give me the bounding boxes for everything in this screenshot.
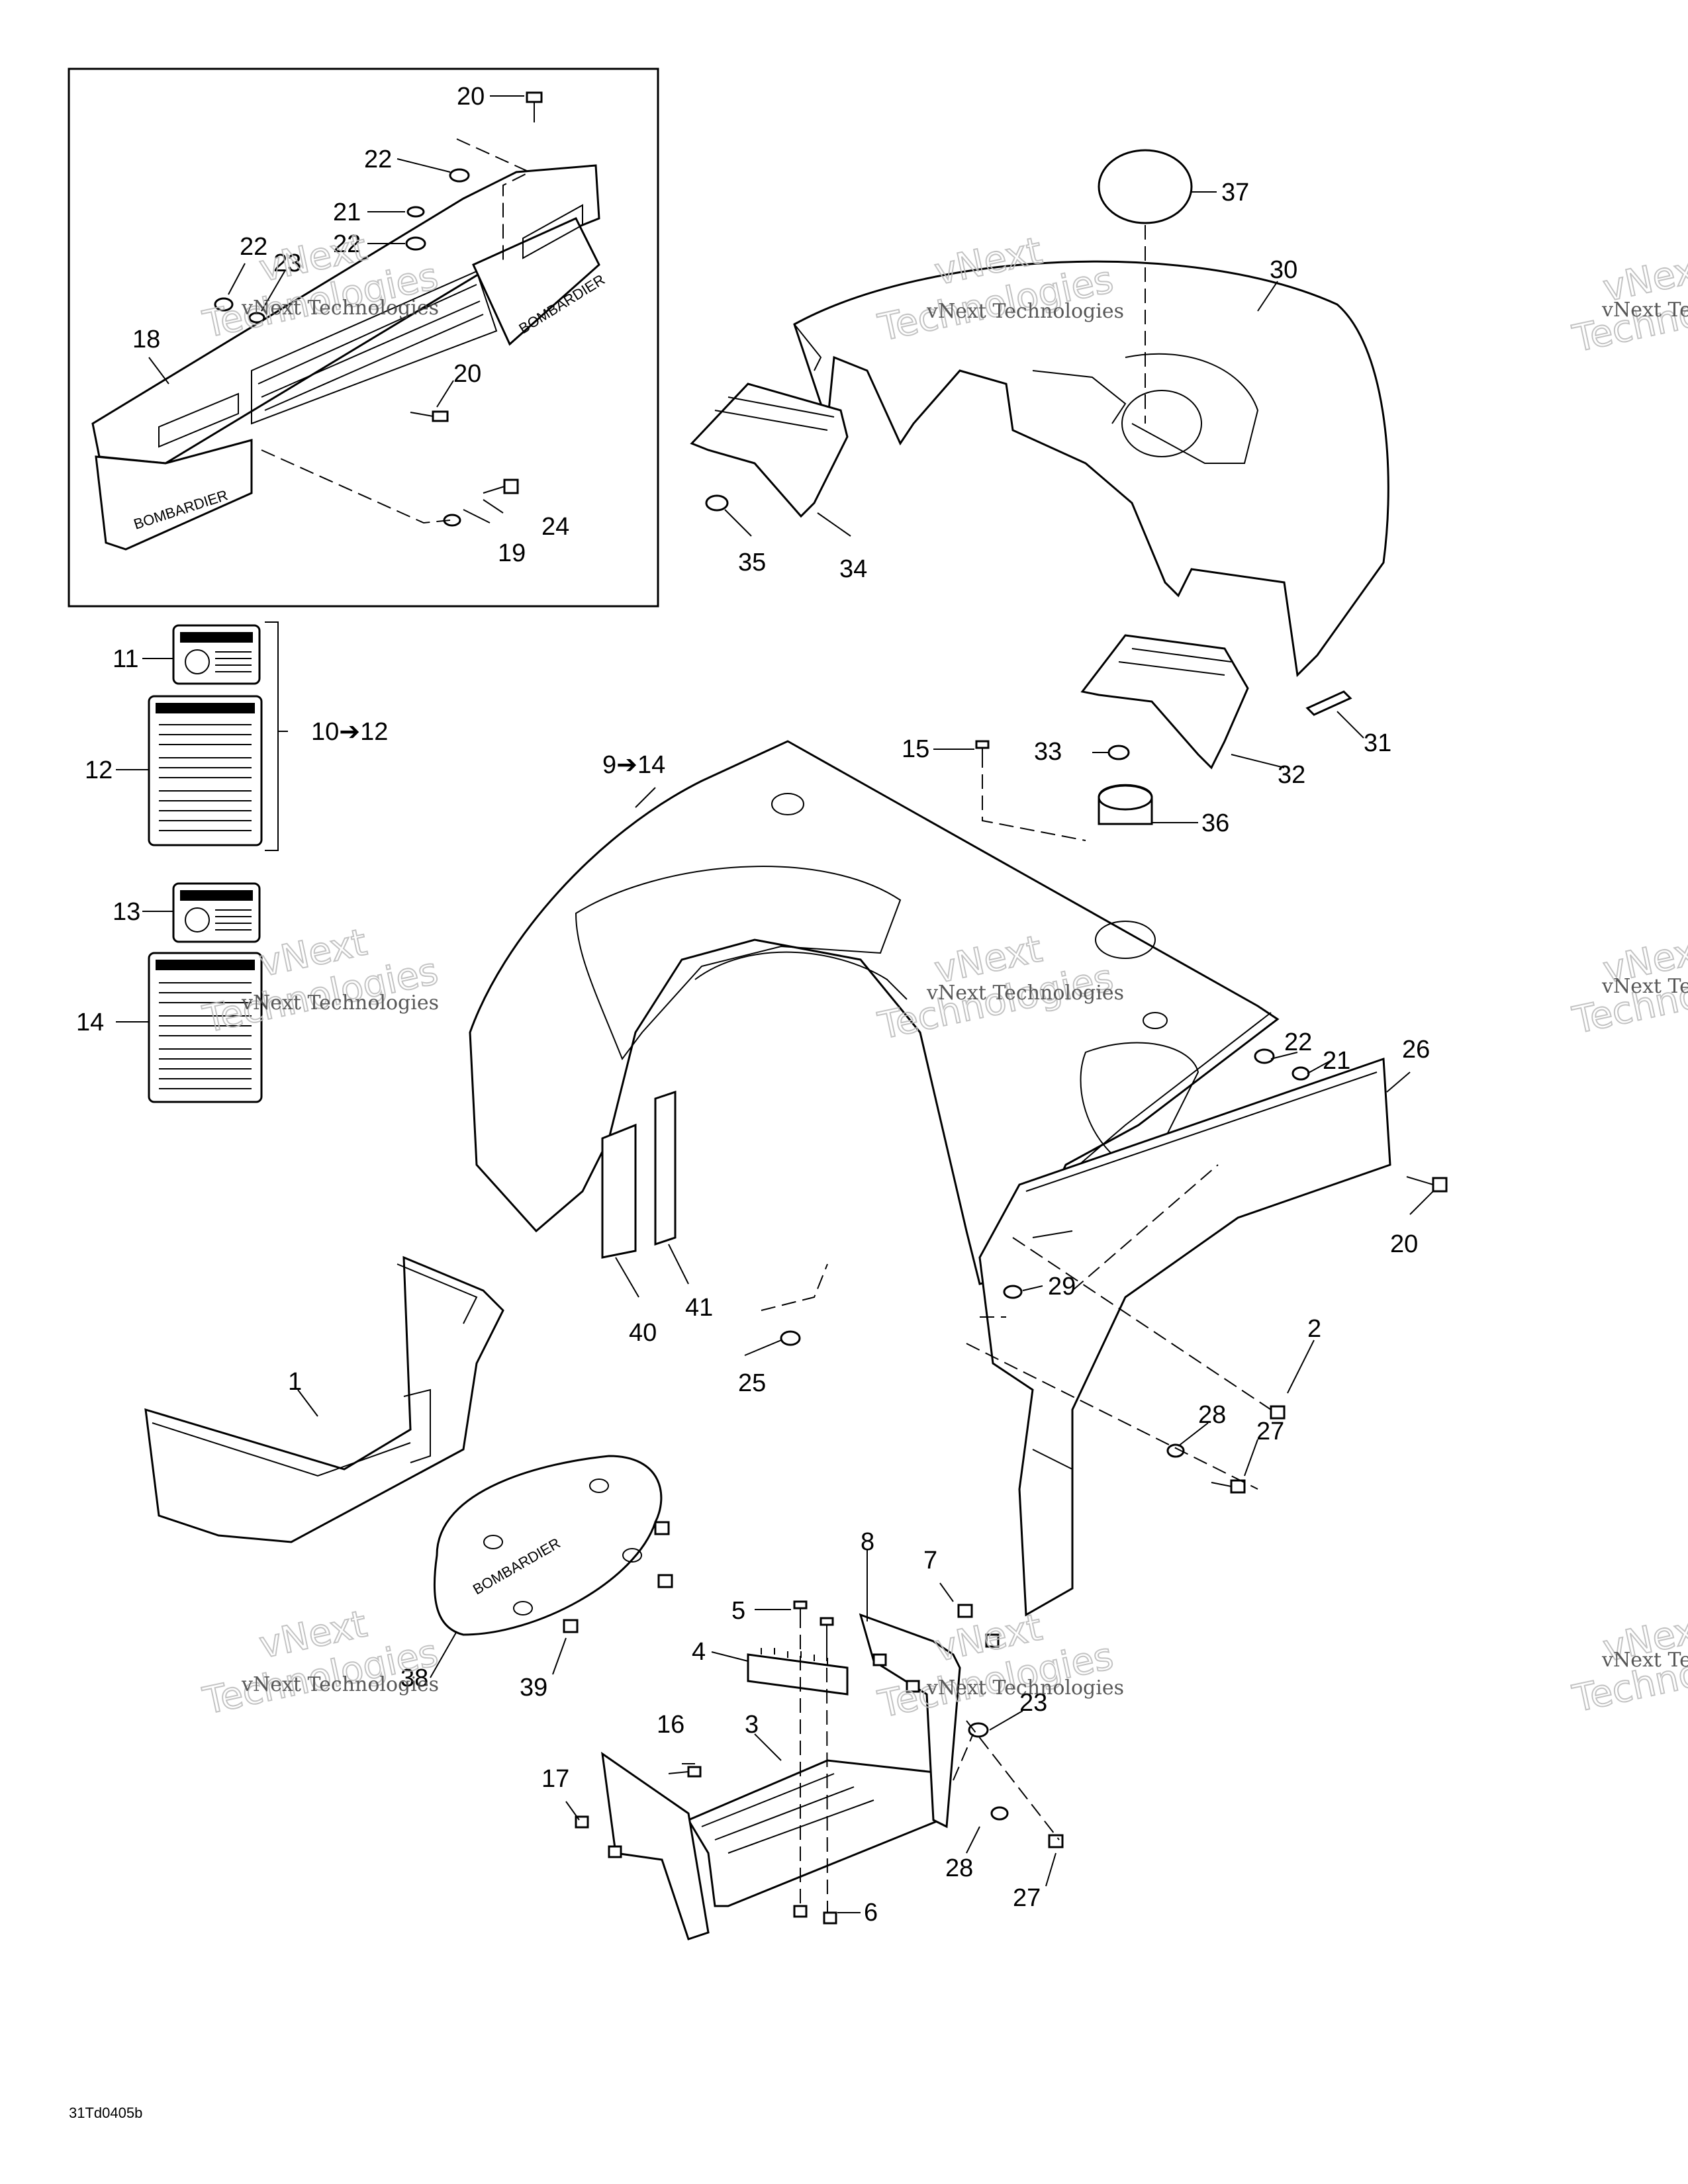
callout-21: 21 xyxy=(1323,1047,1350,1075)
callout-39: 39 xyxy=(520,1674,547,1702)
fender-fasteners xyxy=(1003,1048,1448,1494)
callout-20: 20 xyxy=(457,83,485,111)
callout-30: 30 xyxy=(1270,256,1297,284)
bracket-part-8[interactable] xyxy=(859,1613,961,1829)
callout-7: 7 xyxy=(923,1547,937,1574)
watermarks: vNext Technologies vNext Technologies vN… xyxy=(199,225,1688,1727)
callout-13: 13 xyxy=(113,898,140,926)
watermark-text: vNext Technologies xyxy=(926,1676,1124,1700)
callout-11: 11 xyxy=(113,645,138,673)
fender-part-9[interactable] xyxy=(469,740,1280,1285)
callout-5: 5 xyxy=(731,1597,745,1625)
callout-27: 27 xyxy=(1256,1418,1284,1445)
watermark-text: vNext Technologies xyxy=(1601,1649,1688,1672)
nut-part-39[interactable] xyxy=(563,1521,673,1633)
callout-31: 31 xyxy=(1364,729,1391,757)
bumper-fasteners xyxy=(214,91,543,527)
callout-29: 29 xyxy=(1048,1273,1076,1300)
callout-22: 22 xyxy=(1284,1028,1312,1056)
screw-part-15[interactable] xyxy=(975,740,990,768)
callout-32: 32 xyxy=(1278,761,1305,789)
decal-part-14[interactable] xyxy=(148,952,263,1103)
watermark-text: vNext Technologies xyxy=(926,300,1124,323)
callout-19: 19 xyxy=(498,539,526,567)
callout-labels: 20 22 21 22 22 23 18 20 24 19 11 10➔12 1… xyxy=(76,83,1430,1927)
watermark-text: vNext Technologies xyxy=(1601,975,1688,998)
callout-14: 14 xyxy=(76,1009,104,1036)
rear-fender-part-26[interactable] xyxy=(978,1057,1391,1617)
leader-lines xyxy=(116,95,1434,1913)
callout-26: 26 xyxy=(1402,1036,1430,1064)
callout-23: 23 xyxy=(273,250,301,277)
callout-33: 33 xyxy=(1034,738,1062,766)
callout-17: 17 xyxy=(541,1765,569,1793)
callout-23: 23 xyxy=(1019,1689,1047,1717)
callout-25: 25 xyxy=(738,1369,766,1397)
bracket-part-34[interactable] xyxy=(690,383,849,518)
callout-38: 38 xyxy=(400,1664,428,1692)
callout-20: 20 xyxy=(453,360,481,388)
callout-10-12: 10➔12 xyxy=(311,718,388,746)
callout-1: 1 xyxy=(288,1368,302,1396)
decal-part-11[interactable] xyxy=(172,624,261,685)
washer-part-25[interactable] xyxy=(780,1330,801,1346)
callout-27: 27 xyxy=(1013,1884,1041,1912)
decal-part-12[interactable] xyxy=(148,695,263,846)
footrest-fasteners xyxy=(575,1600,1064,1925)
watermark-text: vNext Technologies xyxy=(241,991,439,1015)
callout-24: 24 xyxy=(541,513,569,541)
watermark-text: vNext Technologies xyxy=(241,1673,439,1696)
inset-frame xyxy=(68,68,659,608)
emblem-plate-part-38[interactable]: BOMBARDIER xyxy=(433,1455,663,1636)
panel-part-41[interactable] xyxy=(654,1090,677,1246)
front-bumper-part-18[interactable]: BOMBARDIER BOMBARDIER xyxy=(91,164,608,551)
nut-part-33[interactable] xyxy=(1107,745,1130,760)
watermark-text: vNext Technologies xyxy=(926,981,1124,1005)
watermark-text: vNext Technologies xyxy=(1601,298,1688,322)
callout-9-14: 9➔14 xyxy=(602,751,665,779)
callout-22: 22 xyxy=(240,233,267,261)
callout-35: 35 xyxy=(738,549,766,576)
callout-6: 6 xyxy=(864,1899,878,1927)
callout-4: 4 xyxy=(692,1638,706,1666)
bracket-part-32[interactable] xyxy=(1080,634,1249,770)
callout-8: 8 xyxy=(861,1528,874,1556)
side-panel-part-1[interactable] xyxy=(144,1255,504,1543)
watermark-text: vNext Technologies xyxy=(241,296,439,320)
decal-part-13[interactable] xyxy=(172,882,261,943)
callout-22: 22 xyxy=(333,230,361,258)
callout-37: 37 xyxy=(1221,179,1249,206)
callout-28: 28 xyxy=(945,1854,973,1882)
cap-part-36[interactable] xyxy=(1098,784,1153,825)
callout-16: 16 xyxy=(657,1711,684,1739)
callout-15: 15 xyxy=(902,735,929,763)
callout-20: 20 xyxy=(1390,1230,1418,1258)
clip-part-31[interactable] xyxy=(1305,690,1352,716)
callout-40: 40 xyxy=(629,1319,657,1347)
callout-18: 18 xyxy=(132,326,160,353)
callout-28: 28 xyxy=(1198,1401,1226,1429)
rear-cover-part-30[interactable] xyxy=(793,260,1389,678)
footrest-part-3[interactable] xyxy=(686,1759,948,1907)
callout-12: 12 xyxy=(85,756,113,784)
footpeg-part-4[interactable] xyxy=(747,1648,849,1696)
callout-34: 34 xyxy=(839,555,867,583)
reference-code: 31Td0405b xyxy=(69,2105,142,2121)
callout-22: 22 xyxy=(364,146,392,173)
callout-2: 2 xyxy=(1307,1315,1321,1343)
callout-41: 41 xyxy=(685,1294,713,1322)
callout-21: 21 xyxy=(333,199,361,226)
callout-36: 36 xyxy=(1201,809,1229,837)
callout-3: 3 xyxy=(745,1711,759,1739)
nut-part-35[interactable] xyxy=(705,494,729,512)
cap-part-37[interactable] xyxy=(1098,149,1193,224)
panel-part-40[interactable] xyxy=(601,1123,637,1259)
